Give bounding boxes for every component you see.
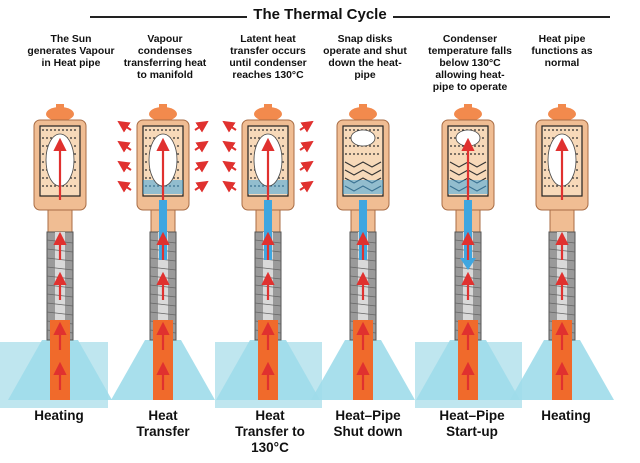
heat-out-arrow-left xyxy=(222,160,237,173)
pipe-ridge xyxy=(149,302,177,307)
heat-pipe-unit-6 xyxy=(510,104,614,400)
blue-flow-arrowhead xyxy=(460,258,476,270)
heat-out-arrow-left xyxy=(222,120,237,133)
heat-out-arrow-left xyxy=(117,120,132,133)
vapour-cloud xyxy=(350,129,376,147)
heat-pipe-unit-4 xyxy=(311,104,415,400)
heat-pipe-unit-1 xyxy=(8,104,112,400)
orange-tip-stem xyxy=(359,104,367,114)
heat-out-arrow-right xyxy=(194,120,209,133)
snap-disk-zigzag xyxy=(344,161,382,168)
heat-out-arrow-right xyxy=(299,160,314,173)
heat-out-arrow-right xyxy=(194,160,209,173)
stage-4-label: Heat–Pipe Shut down xyxy=(333,408,403,439)
stage-5-label: Heat–Pipe Start-up xyxy=(439,408,505,439)
condenser-neck xyxy=(549,209,575,233)
pipe-ridge xyxy=(254,302,282,307)
heat-out-arrow-right xyxy=(194,140,209,153)
stage-1-caption: The Sun generates Vapour in Heat pipe xyxy=(27,34,115,69)
pipe-core xyxy=(353,320,373,400)
pipe-ridge xyxy=(46,302,74,307)
pipe-core xyxy=(458,320,478,400)
orange-tip-stem xyxy=(464,104,472,114)
pipe-core xyxy=(552,320,572,400)
heat-pipe-unit-2 xyxy=(111,104,215,400)
pipe-core xyxy=(153,320,173,400)
stage-6-caption: Heat pipe functions as normal xyxy=(531,34,593,69)
condenser-water xyxy=(343,180,383,194)
pipe-ridge xyxy=(349,266,377,271)
snap-disk-zigzag xyxy=(344,169,382,176)
heat-pipe-unit-5 xyxy=(416,104,520,400)
heat-out-arrow-left xyxy=(117,160,132,173)
heat-out-arrow-right xyxy=(299,120,314,133)
heat-out-arrow-left xyxy=(117,140,132,153)
pipe-ridge xyxy=(254,311,282,316)
heat-pipe-unit-3 xyxy=(216,104,320,400)
diagram-title-wrap: The Thermal Cycle xyxy=(0,6,640,23)
stage-3-caption: Latent heat transfer occurs until conden… xyxy=(229,34,307,81)
blue-flow xyxy=(159,200,167,260)
title-bar: The Thermal Cycle xyxy=(0,6,640,28)
pipe-ridge xyxy=(149,311,177,316)
blue-flow xyxy=(464,200,472,260)
heat-out-arrow-left xyxy=(222,140,237,153)
pipe-ridge xyxy=(454,302,482,307)
blue-flow xyxy=(264,200,272,260)
orange-tip-stem xyxy=(56,104,64,114)
pipe-core xyxy=(258,320,278,400)
pipe-ridge xyxy=(46,311,74,316)
pipe-ridge xyxy=(548,311,576,316)
pipe-ridge xyxy=(254,266,282,271)
heat-out-arrow-left xyxy=(222,180,237,193)
pipe-ridge xyxy=(46,266,74,271)
orange-tip-stem xyxy=(159,104,167,114)
pipe-ridge xyxy=(149,266,177,271)
heat-out-arrow-right xyxy=(299,140,314,153)
blue-flow xyxy=(359,200,367,260)
pipe-core xyxy=(50,320,70,400)
pipe-ridge xyxy=(349,311,377,316)
stage-2-label: Heat Transfer xyxy=(136,408,190,439)
pipe-ridge xyxy=(454,311,482,316)
stage-4-caption: Snap disks operate and shut down the hea… xyxy=(323,34,407,81)
orange-tip-stem xyxy=(264,104,272,114)
diagram-title: The Thermal Cycle xyxy=(247,6,393,23)
stage-2-caption: Vapour condenses transferring heat to ma… xyxy=(123,34,207,81)
heat-out-arrow-right xyxy=(194,180,209,193)
stage-3-label: Heat Transfer to 130°C xyxy=(235,408,305,455)
stage-6-label: Heating xyxy=(541,408,591,423)
stage-1-label: Heating xyxy=(34,408,84,423)
orange-tip-stem xyxy=(558,104,566,114)
heat-out-arrow-left xyxy=(117,180,132,193)
condenser-neck xyxy=(47,209,73,233)
pipe-ridge xyxy=(548,266,576,271)
stage-5-caption: Condenser temperature falls below 130°C … xyxy=(428,34,512,93)
heat-out-arrow-right xyxy=(299,180,314,193)
pipe-ridge xyxy=(548,302,576,307)
pipe-ridge xyxy=(349,302,377,307)
